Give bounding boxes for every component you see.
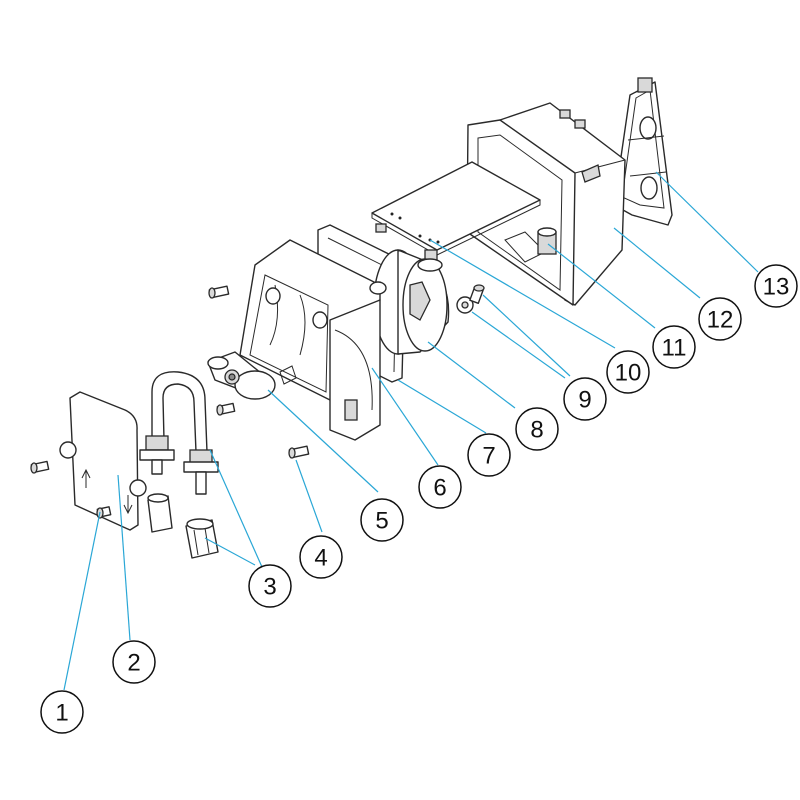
callout-5: 5 (360, 498, 404, 542)
leader-5 (267, 389, 379, 493)
callout-12: 12 (698, 297, 742, 341)
leader-10 (429, 239, 616, 349)
callout-10: 10 (606, 350, 650, 394)
callout-11: 11 (652, 325, 696, 369)
part-circuit-board (371, 161, 541, 261)
callout-9-label: 9 (578, 387, 591, 414)
leader-8 (427, 341, 516, 409)
part-washer-screw (456, 284, 485, 314)
callout-2-label: 2 (127, 650, 140, 677)
callout-6: 6 (418, 465, 462, 509)
callout-1-label: 1 (55, 700, 68, 727)
part-tube-fittings (139, 371, 219, 559)
callout-13: 13 (754, 264, 798, 308)
part-rotor (207, 351, 297, 400)
callout-2: 2 (112, 640, 156, 684)
leader-lines (63, 171, 759, 691)
leader-4 (295, 459, 323, 533)
callout-6-label: 6 (433, 475, 446, 502)
callout-12-label: 12 (707, 307, 734, 334)
callout-11-label: 11 (662, 335, 687, 362)
leader-3a (209, 449, 263, 568)
leader-13 (655, 171, 759, 273)
callout-1: 1 (40, 690, 84, 734)
leader-3b (204, 537, 256, 566)
part-rear-housing (466, 102, 626, 306)
callout-8-label: 8 (530, 417, 543, 444)
part-front-cover (59, 391, 147, 531)
callout-13-label: 13 (763, 274, 790, 301)
callout-3: 3 (248, 564, 292, 608)
leader-9b (482, 294, 571, 377)
callout-3-label: 3 (263, 574, 276, 601)
callout-4: 4 (299, 535, 343, 579)
leader-2 (117, 474, 131, 641)
callout-8: 8 (515, 407, 559, 451)
leader-11 (547, 243, 656, 329)
callout-7-label: 7 (482, 443, 495, 470)
callout-10-label: 10 (615, 360, 642, 387)
callout-9: 9 (563, 377, 607, 421)
callout-7: 7 (467, 433, 511, 477)
part-pump-housing (239, 239, 387, 441)
leader-1 (63, 511, 101, 691)
leader-12 (613, 227, 701, 299)
part-mounting-bracket (613, 77, 673, 226)
leader-7 (397, 379, 487, 434)
callout-4-label: 4 (314, 545, 327, 572)
part-screws (208, 285, 310, 459)
part-motor (373, 249, 450, 355)
leader-6 (371, 367, 439, 466)
leader-9a (471, 311, 566, 379)
part-internal-connector (537, 227, 557, 255)
callout-5-label: 5 (375, 508, 388, 535)
